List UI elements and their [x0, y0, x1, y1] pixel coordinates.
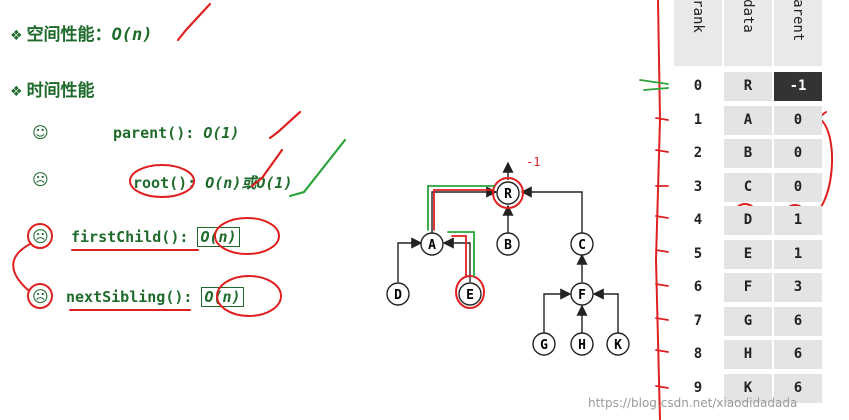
parent-op-label: parent(): O(1) — [113, 124, 240, 142]
root-complexity: O(n)或O(1) — [205, 174, 293, 192]
tree-node-d: D — [386, 282, 410, 306]
tree-node-g: G — [532, 332, 556, 356]
firstchild-complexity: O(n) — [197, 227, 240, 247]
frown-face-icon: ☹ — [32, 227, 49, 246]
parent-cell: 6 — [774, 306, 822, 336]
data-cell: K — [724, 373, 772, 403]
rank-cell: 2 — [674, 139, 722, 168]
rank-header: rank — [674, 0, 723, 66]
data-cell: E — [724, 239, 772, 269]
tree-node-f: F — [570, 282, 594, 306]
data-cell: G — [724, 306, 772, 336]
rank-cell: 0 — [674, 72, 722, 101]
svg-text:A: A — [428, 238, 436, 253]
rank-cell: 9 — [674, 373, 722, 403]
svg-text:F: F — [578, 288, 586, 303]
tree-node-r: R — [496, 181, 520, 205]
parent-cell: 0 — [774, 172, 822, 202]
space-complexity: O(n) — [111, 25, 153, 45]
tree-node-h: H — [570, 332, 594, 356]
svg-text:B: B — [504, 238, 512, 253]
rank-cell: 5 — [674, 239, 722, 269]
svg-text:D: D — [394, 288, 402, 303]
nextsibling-complexity: O(n) — [201, 287, 244, 307]
parent-cell: 1 — [774, 239, 822, 269]
data-cell: H — [724, 340, 772, 369]
space-heading: ❖空间性能：O(n) — [10, 25, 153, 45]
rank-cell: 8 — [674, 340, 722, 369]
data-cell: R — [724, 72, 772, 101]
frown-face-icon: ☹ — [32, 170, 49, 189]
svg-text:K: K — [614, 338, 622, 353]
parent-header: parent — [774, 0, 823, 66]
data-cell: F — [724, 273, 772, 302]
tree-node-k: K — [606, 332, 630, 356]
data-cell: B — [724, 139, 772, 168]
bullet-icon: ❖ — [10, 28, 23, 44]
svg-text:H: H — [578, 338, 586, 353]
root-marker-label: -1 — [526, 155, 540, 169]
parent-cell: 0 — [774, 105, 822, 135]
handwritten-annotations — [12, 0, 834, 420]
svg-text:R: R — [504, 187, 512, 202]
parent-cell: 6 — [774, 373, 822, 403]
parent-complexity: O(1) — [203, 124, 240, 142]
time-heading: ❖时间性能 — [10, 81, 95, 101]
data-cell: A — [724, 105, 772, 135]
rank-cell: 6 — [674, 273, 722, 302]
svg-text:G: G — [540, 338, 548, 353]
tree-node-a: A — [420, 232, 444, 256]
bullet-icon: ❖ — [10, 84, 23, 100]
root-op-label: root(): O(n)或O(1) — [133, 174, 293, 192]
tree-node-e: E — [458, 282, 482, 306]
parent-cell: 3 — [774, 273, 822, 302]
tree-nodes: R A B C D E F G H K — [386, 181, 630, 356]
firstchild-op-label: firstChild(): O(n) — [71, 227, 240, 247]
smile-face-icon: ☺ — [32, 123, 49, 142]
parent-cell: 1 — [774, 206, 822, 235]
svg-text:E: E — [466, 288, 474, 303]
rank-cell: 7 — [674, 306, 722, 336]
data-header: data — [724, 0, 773, 66]
parent-cell: 6 — [774, 340, 822, 369]
tree-node-b: B — [496, 232, 520, 256]
watermark: https://blog.csdn.net/xiaodidadada — [588, 396, 798, 410]
rank-cell: 4 — [674, 206, 722, 235]
nextsibling-op-label: nextSibling(): O(n) — [66, 287, 244, 307]
rank-cell: 3 — [674, 172, 722, 202]
svg-text:C: C — [578, 238, 586, 253]
parent-cell: -1 — [774, 72, 822, 101]
data-cell: D — [724, 206, 772, 235]
frown-face-icon: ☹ — [32, 287, 49, 306]
rank-cell: 1 — [674, 105, 722, 135]
parent-cell: 0 — [774, 139, 822, 168]
data-cell: C — [724, 172, 772, 202]
tree-edges — [397, 161, 619, 333]
tree-node-c: C — [570, 232, 594, 256]
